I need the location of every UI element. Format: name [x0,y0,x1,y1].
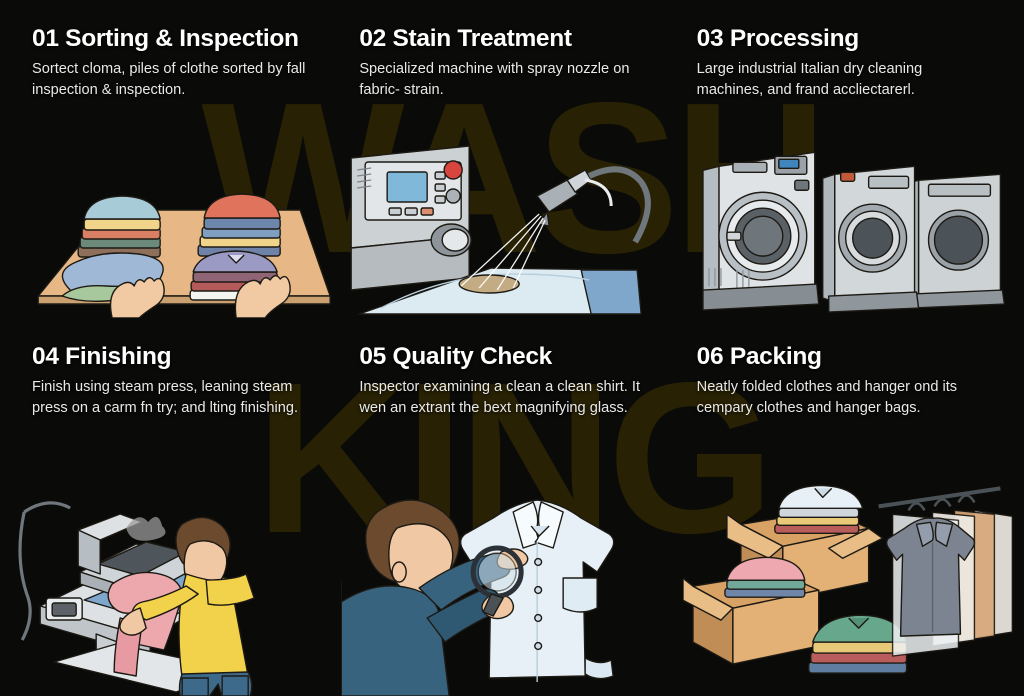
illustration-washing-machines [683,118,1024,318]
step-text-block: 05 Quality Check Inspector examining a c… [341,318,682,419]
illustration-packing [682,466,1024,696]
step-description: Finish using steam press, leaning steam … [32,378,299,417]
step-description: Inspector examining a clean a clean shir… [359,378,641,417]
step-card-sorting-inspection: 01 Sorting & Inspection Sortect cloma, p… [0,0,341,318]
step-description: Sortect cloma, piles of clothe sorted by… [32,60,306,99]
step-text-block: 03 Processing Large industrial Italian d… [683,0,1024,101]
step-card-packing: 06 Packing Neatly folded clothes and han… [682,318,1024,696]
step-title: 02 Stain Treatment [359,25,572,52]
step-description: Specialized machine with spray nozzle on… [359,60,630,99]
step-title: 01 Sorting & Inspection [32,25,299,52]
step-text-block: 02 Stain Treatment Specialized machine w… [341,0,682,101]
step-description: Neatly folded clothes and hanger ond its… [696,378,958,417]
step-title: 05 Quality Check [359,343,552,370]
step-card-stain-treatment: 02 Stain Treatment Specialized machine w… [341,0,682,318]
illustration-sorting-table [0,118,341,318]
step-card-quality-check: 05 Quality Check Inspector examining a c… [341,318,682,696]
step-text-block: 06 Packing Neatly folded clothes and han… [683,318,1024,419]
illustration-stain-machine [341,118,682,318]
step-card-processing: 03 Processing Large industrial Italian d… [683,0,1024,318]
step-title: 03 Processing [696,25,860,52]
step-title: 04 Finishing [32,343,172,370]
step-title: 06 Packing [696,343,822,370]
step-description: Large industrial Italian dry cleaning ma… [696,60,923,99]
step-text-block: 01 Sorting & Inspection Sortect cloma, p… [0,0,341,101]
illustration-steam-press [0,456,341,696]
step-text-block: 04 Finishing Finish using steam press, l… [0,318,341,419]
step-card-finishing: 04 Finishing Finish using steam press, l… [0,318,341,696]
illustration-inspector [341,466,682,696]
